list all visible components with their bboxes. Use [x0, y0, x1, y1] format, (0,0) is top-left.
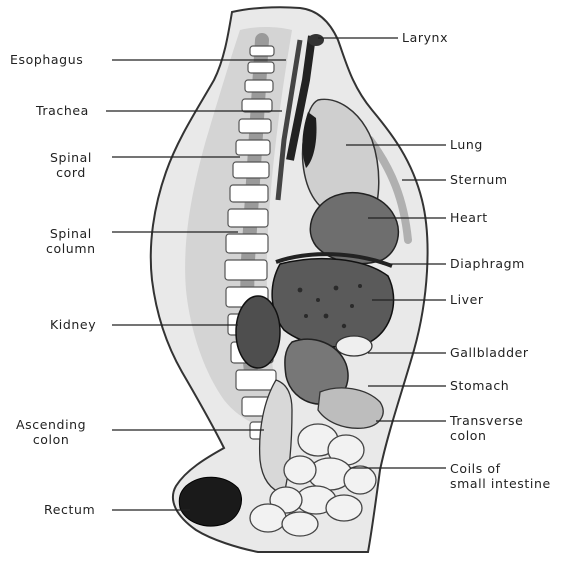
- rectum: [179, 477, 241, 526]
- label-small-intestine: Coils of small intestine: [450, 461, 551, 491]
- label-spinal-column: Spinal column: [46, 226, 96, 256]
- label-lung: Lung: [450, 137, 483, 152]
- label-spinal-cord: Spinal cord: [50, 150, 92, 180]
- larynx: [308, 34, 324, 46]
- label-diaphragm: Diaphragm: [450, 256, 525, 271]
- label-stomach: Stomach: [450, 378, 509, 393]
- label-ascending-colon: Ascending colon: [16, 417, 86, 447]
- gallbladder: [336, 336, 372, 356]
- label-sternum: Sternum: [450, 172, 508, 187]
- label-trachea: Trachea: [36, 103, 89, 118]
- kidney: [236, 296, 280, 368]
- label-liver: Liver: [450, 292, 484, 307]
- label-kidney: Kidney: [50, 317, 96, 332]
- label-esophagus: Esophagus: [10, 52, 83, 67]
- label-rectum: Rectum: [44, 502, 95, 517]
- liver: [272, 259, 393, 347]
- label-transverse-colon: Transverse colon: [450, 413, 523, 443]
- label-gallbladder: Gallbladder: [450, 345, 529, 360]
- label-larynx: Larynx: [402, 30, 448, 45]
- label-heart: Heart: [450, 210, 488, 225]
